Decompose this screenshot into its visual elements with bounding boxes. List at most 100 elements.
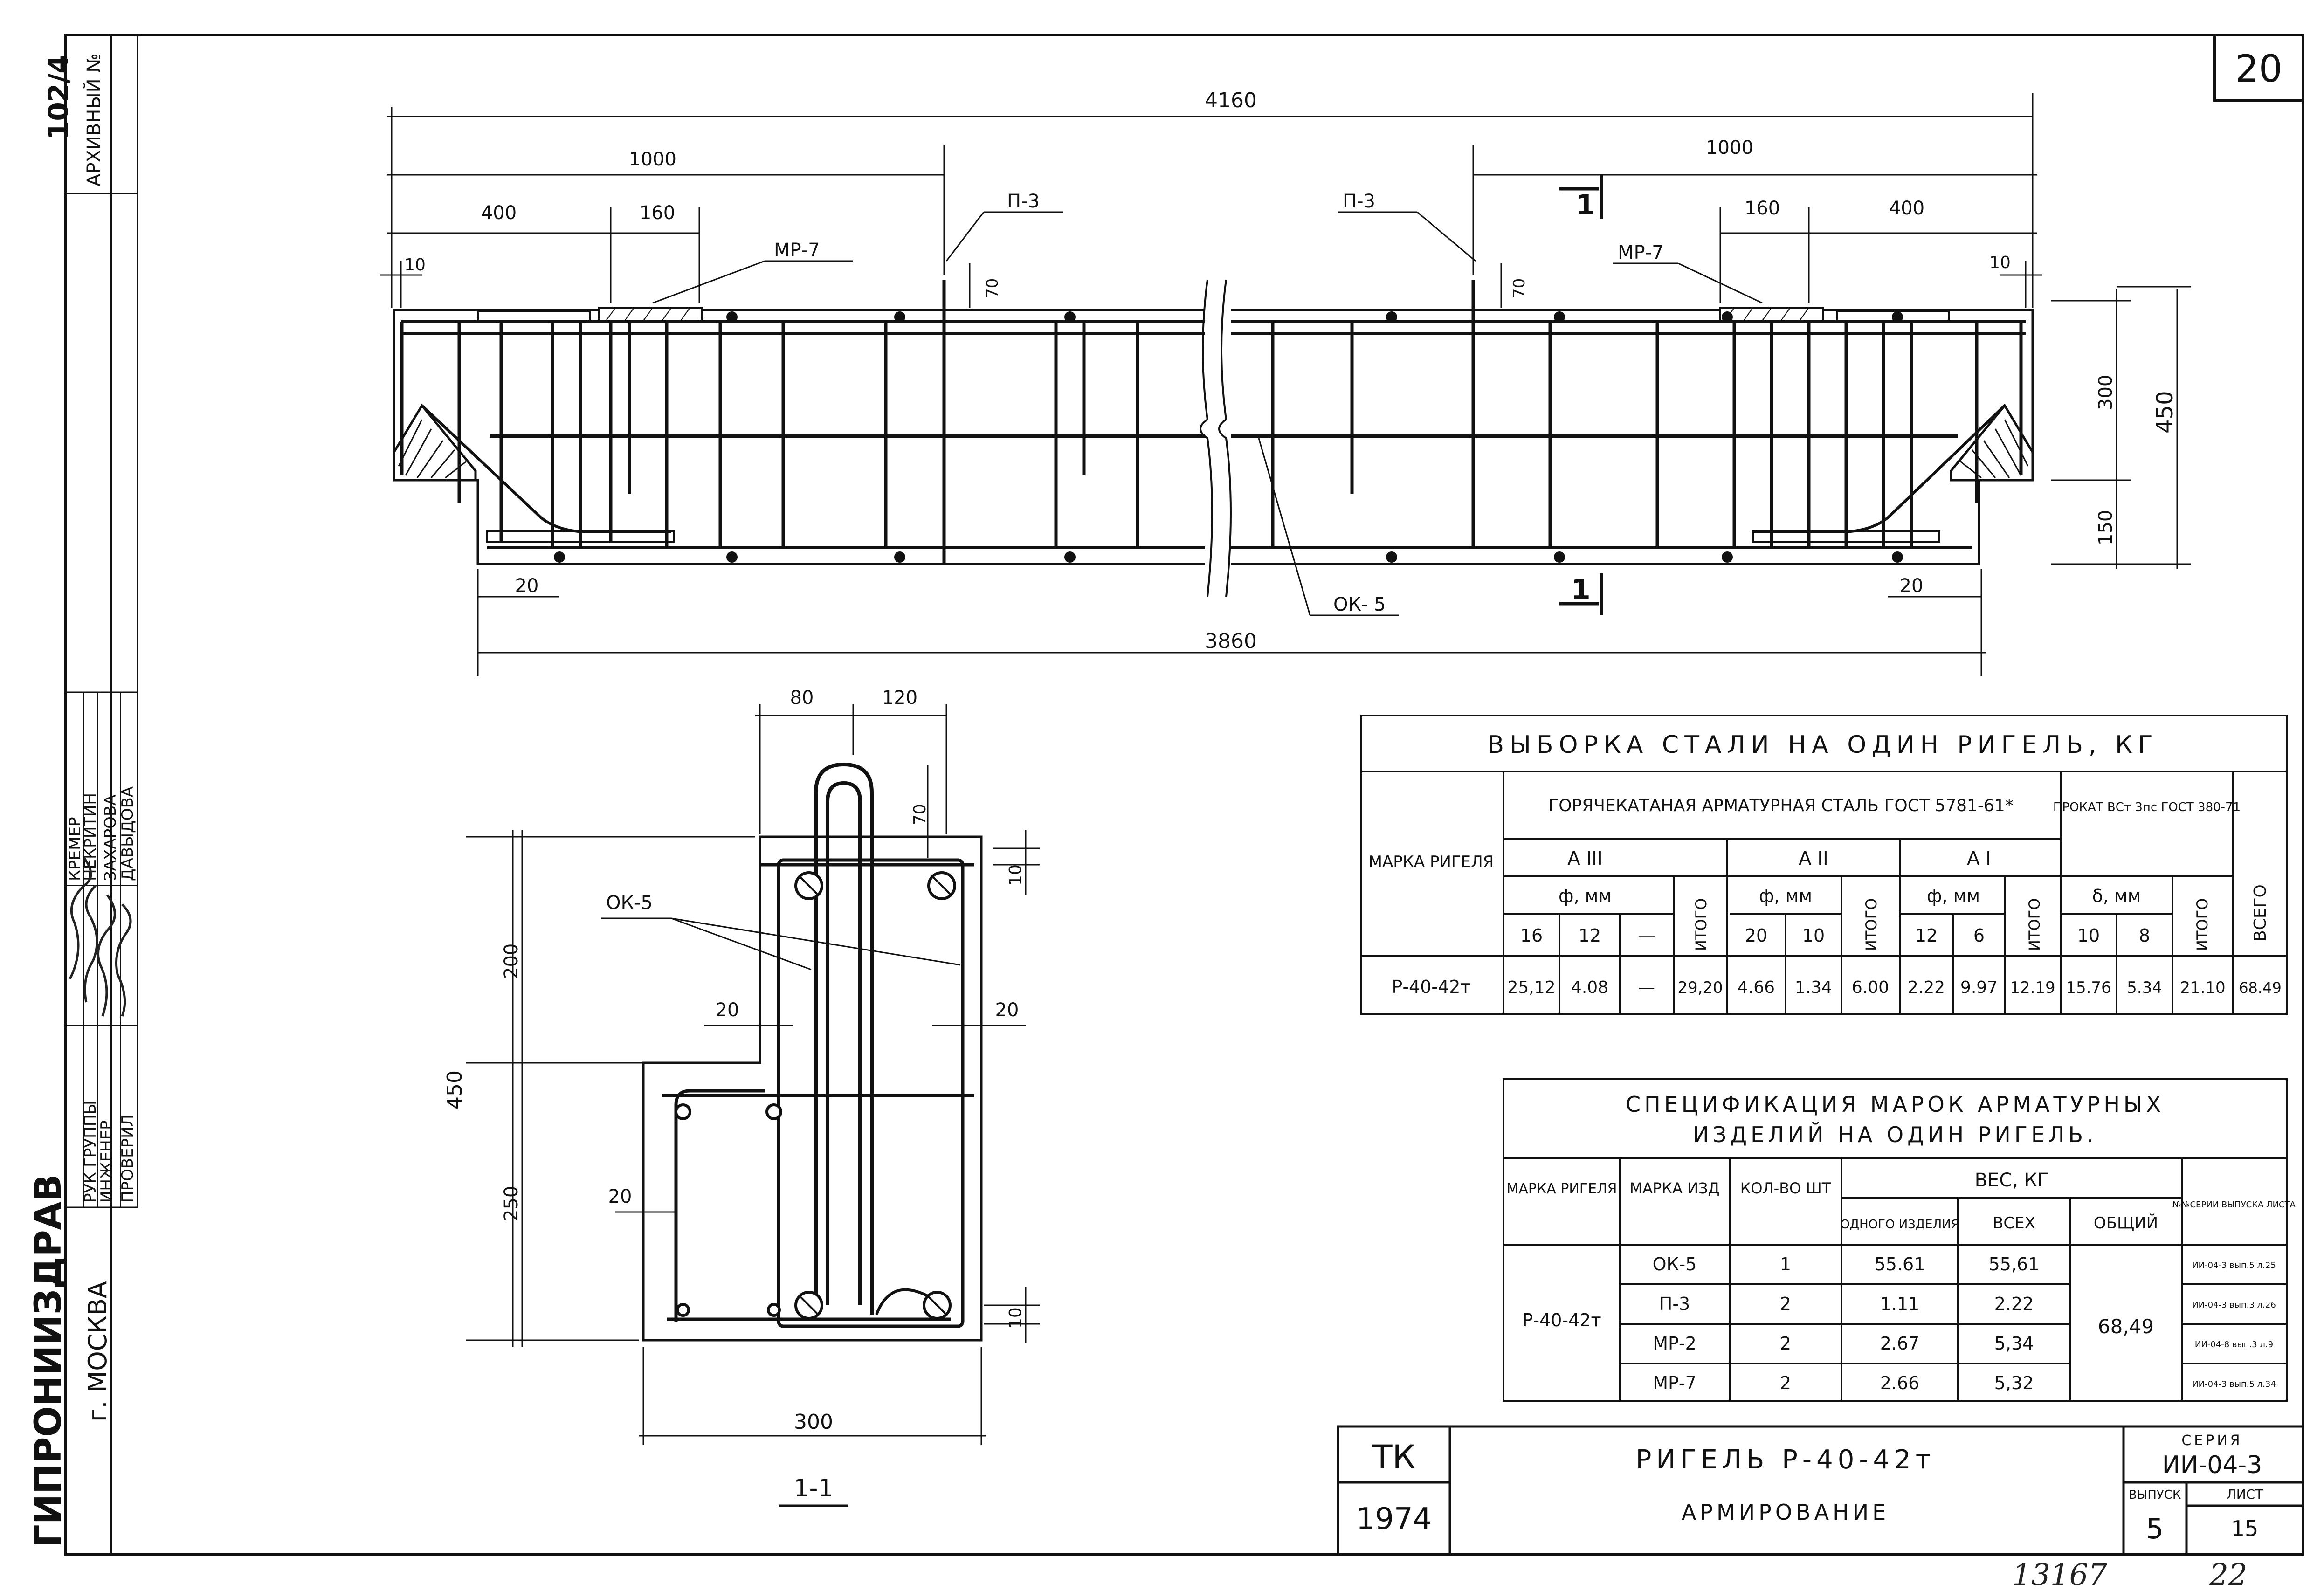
spec-row3-qty: 2 [1780,1333,1791,1354]
label-mr7-left: МР-7 [774,240,820,261]
steel-val-7: 6.00 [1852,978,1889,997]
tb-issue-label: ВЫПУСК [2129,1488,2181,1502]
stamp-role-4: ИНЖЕНЕР [97,1120,116,1203]
spec-h-item: МАРКА ИЗД [1629,1179,1719,1197]
spec-table: СПЕЦИФИКАЦИЯ МАРОК АРМАТУРНЫХ ИЗДЕЛИЙ НА… [1503,1078,2296,1402]
dim-right-10: 10 [1989,253,2011,272]
inventory-suffix: 22 [2209,1558,2247,1591]
spec-row1-one: 55.61 [1875,1254,1925,1274]
left-stamp: АРХИВНЫЙ № 102/4 ГИПРОНИИЗДРАВ г. МОСКВА… [28,35,138,1555]
spec-row4-all: 5,32 [1994,1373,2034,1393]
spec-row4-qty: 2 [1780,1373,1791,1393]
dim-total-top: 4160 [1205,89,1257,112]
dim-300: 300 [2095,375,2117,410]
stamp-name-1: КРЕМЕР [66,817,84,881]
tb-sheet: 15 [2231,1516,2259,1541]
steel-class-a3: А III [1567,848,1602,869]
spec-mark: Р-40-42т [1522,1310,1601,1330]
steel-selection-table: ВЫБОРКА СТАЛИ НА ОДИН РИГЕЛЬ, КГ МАРКА Р… [1360,715,2288,1015]
steel-dia-3: — [1638,925,1655,946]
spec-row3-all: 5,34 [1994,1333,2034,1354]
dim-right-400: 400 [1889,198,1924,219]
dim-left-1000: 1000 [629,149,676,170]
dim-right-160: 160 [1745,198,1780,219]
sec-dim-200: 200 [501,944,522,979]
steel-table-title: ВЫБОРКА СТАЛИ НА ОДИН РИГЕЛЬ, КГ [1487,731,2158,759]
spec-row3-one: 2.67 [1880,1333,1920,1354]
sec-dim-20-mid: 20 [608,1186,632,1207]
stamp-name-3: ЗАХАРОВА [101,795,120,881]
title-block: ТК 1974 РИГЕЛЬ Р-40-42т АРМИРОВАНИЕ СЕРИ… [1337,1425,2304,1556]
sec-dim-20-left: 20 [716,999,739,1021]
sec-dim-80: 80 [790,687,814,709]
org-name: ГИПРОНИИЗДРАВ [28,1174,69,1548]
steel-val-8: 2.22 [1908,978,1945,997]
steel-val-10: 12.19 [2010,978,2055,997]
steel-dia-2: 12 [1579,925,1601,946]
dim-right-20: 20 [1900,575,1924,597]
dim-left-160: 160 [640,202,675,224]
spec-row1-item: ОК-5 [1653,1254,1697,1274]
sec-dim-450: 450 [443,1070,467,1109]
steel-dia-4: 20 [1745,925,1767,946]
sec-dim-70: 70 [910,804,930,825]
corbel-left [393,403,477,482]
archive-number: 102/4 [42,55,74,140]
sheet-number: 20 [2235,47,2283,90]
tb-series: ИИ-04-3 [2162,1451,2262,1479]
steel-col-total: ВСЕГО [2251,884,2270,942]
inventory-number: 13167 [2012,1558,2107,1591]
steel-delta: δ, мм [2092,886,2141,906]
spec-h-one: ОДНОГО ИЗДЕЛИЯ [1840,1218,1959,1232]
dim-450: 450 [2152,391,2178,434]
corbel-right [1950,403,2034,482]
section-caption: 1-1 [794,1474,834,1502]
steel-val-6: 1.34 [1795,978,1832,997]
sec-dim-20-right: 20 [995,999,1019,1021]
steel-itogo-rolled: ИТОГО [2193,898,2211,951]
stamp-name-2: НЕКРИТИН [81,793,100,881]
spec-row2-item: П-3 [1659,1294,1690,1314]
steel-itogo-a1: ИТОГО [2026,898,2043,951]
section-view: 80 120 70 10 200 20 20 450 250 20 10 300… [443,687,1040,1507]
label-p3-right: П-3 [1343,191,1375,212]
org-city: г. МОСКВА [83,1281,112,1422]
dim-total-bottom: 3860 [1205,629,1257,653]
elevation-view: 4160 1000 1000 400 160 160 400 10 10 70 … [380,89,2191,676]
steel-phi-a1: ф, мм [1927,886,1980,906]
spec-h-series: №№СЕРИИ ВЫПУСКА ЛИСТА [2172,1200,2296,1210]
dim-left-400: 400 [481,202,517,224]
dim-right-70: 70 [1510,278,1529,298]
spec-total: 68,49 [2098,1315,2154,1338]
spec-h-weight: ВЕС, КГ [1975,1170,2049,1191]
steel-val-5: 4.66 [1738,978,1775,997]
spec-row3-ref: ИИ-04-8 вып.3 л.9 [2195,1340,2273,1350]
sec-dim-300: 300 [794,1410,833,1434]
steel-group-rolled: ПРОКАТ ВСт 3пс ГОСТ 380-71 [2053,800,2241,814]
steel-col-mark: МАРКА РИГЕЛЯ [1369,853,1494,871]
spec-row1-all: 55,61 [1989,1254,2040,1274]
label-mr7-right: МР-7 [1618,242,1664,263]
spec-h-qty: КОЛ-ВО ШТ [1740,1179,1831,1197]
steel-val-3: — [1638,978,1655,997]
steel-dia-8: 10 [2077,925,2100,946]
spec-row4-item: МР-7 [1653,1373,1696,1393]
spec-h-all: ВСЕХ [1993,1214,2035,1233]
steel-val-13: 21.10 [2180,978,2225,997]
steel-val-1: 25,12 [1507,978,1555,997]
steel-dia-7: 6 [1973,925,1985,946]
sec-dim-120: 120 [882,687,917,709]
cut-mark-top: 1 [1576,189,1595,221]
archive-label: АРХИВНЫЙ № [83,53,105,186]
sec-dim-250: 250 [501,1186,522,1221]
spec-row2-qty: 2 [1780,1294,1791,1314]
tb-subtitle: АРМИРОВАНИЕ [1682,1500,1890,1525]
steel-val-9: 9.97 [1960,978,1998,997]
steel-dia-9: 8 [2139,925,2150,946]
sec-dim-10-top: 10 [1006,864,1025,886]
dim-left-10: 10 [404,255,426,275]
steel-group-hot: ГОРЯЧЕКАТАНАЯ АРМАТУРНАЯ СТАЛЬ ГОСТ 5781… [1548,796,2013,815]
steel-dia-1: 16 [1520,925,1543,946]
tb-issue: 5 [2146,1513,2164,1545]
